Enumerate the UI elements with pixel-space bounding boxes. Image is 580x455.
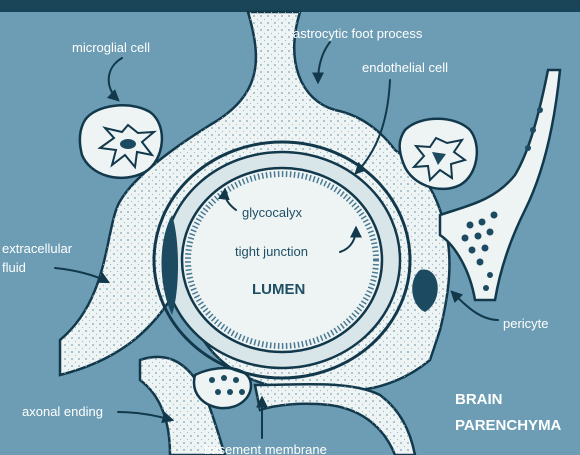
label-microglial-cell: microglial cell — [72, 40, 150, 55]
label-brain-line2: PARENCHYMA — [455, 417, 562, 434]
label-glycocalyx: glycocalyx — [242, 205, 302, 220]
astrocytic-arrow — [318, 42, 330, 82]
label-basement-membrane: basement membrane — [204, 442, 327, 455]
label-astrocytic-foot-process: astrocytic foot process — [293, 26, 423, 41]
label-extracellular-line1: extracellular — [2, 241, 73, 256]
label-extracellular-line2: fluid — [2, 260, 26, 275]
axonal-ending-shape — [194, 368, 251, 408]
top-band — [0, 0, 580, 12]
label-tight-junction: tight junction — [235, 244, 308, 259]
label-endothelial-cell: endothelial cell — [362, 60, 448, 75]
label-axonal-ending: axonal ending — [22, 404, 103, 419]
label-lumen: LUMEN — [252, 281, 305, 298]
microglial-arrow — [109, 58, 122, 100]
label-brain-line1: BRAIN — [455, 391, 503, 408]
microglial-cell — [80, 105, 162, 178]
label-pericyte: pericyte — [503, 316, 549, 331]
